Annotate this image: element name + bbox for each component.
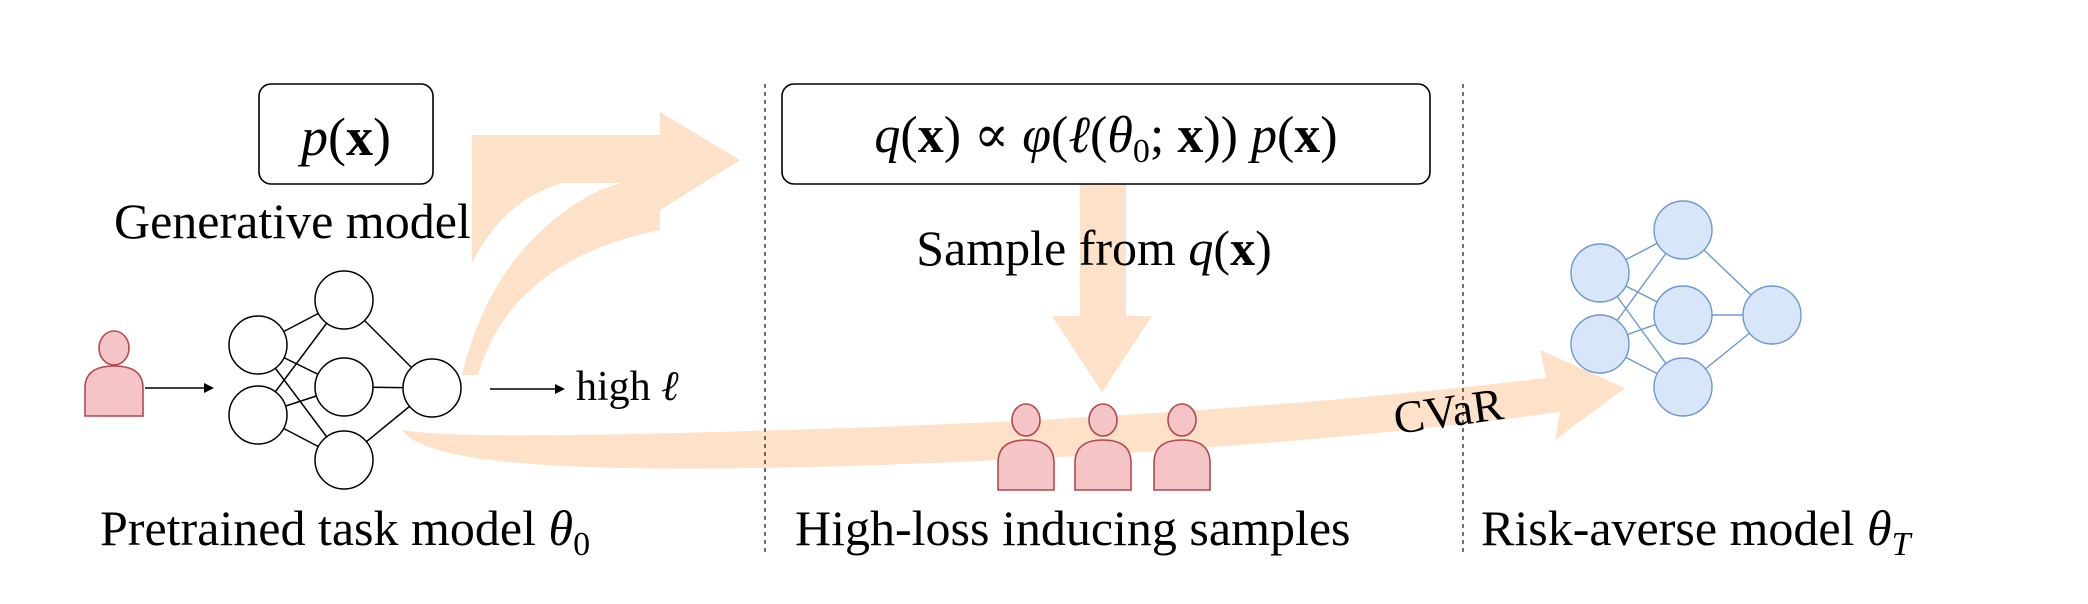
sample-down-arrow xyxy=(1052,182,1152,392)
input-arrow-head xyxy=(204,383,214,393)
output-arrow-head xyxy=(555,384,565,394)
prior-formula-box xyxy=(258,83,434,185)
risk-averse-network xyxy=(1570,200,1802,417)
input-person-icon xyxy=(84,330,144,417)
prior-formula: p(x) xyxy=(297,107,391,167)
generative-model-label: Generative model xyxy=(114,193,471,249)
high-loss-samples-label: High-loss inducing samples xyxy=(795,500,1351,556)
risk-averse-model-label: Risk-averse model θT xyxy=(1481,500,1913,563)
high-loss-sample-person-2 xyxy=(1074,403,1132,491)
generative-to-sampling-arrow xyxy=(462,112,740,375)
pretrained-model-label: Pretrained task model θ0 xyxy=(100,500,590,563)
high-loss-sample-person-3 xyxy=(1153,403,1211,491)
sample-from-label: Sample from q(x) xyxy=(916,220,1271,276)
tilted-distribution-formula: q(x) ∝ φ(ℓ(θ0; x)) p(x) xyxy=(874,107,1337,170)
cvar-arrow xyxy=(402,350,1625,469)
tilted-distribution-box xyxy=(781,83,1431,185)
pretrained-network xyxy=(228,270,462,490)
cvar-label: CVaR xyxy=(1390,378,1506,444)
high-loss-sample-person-1 xyxy=(997,403,1055,491)
high-loss-label: high ℓ xyxy=(576,364,679,410)
